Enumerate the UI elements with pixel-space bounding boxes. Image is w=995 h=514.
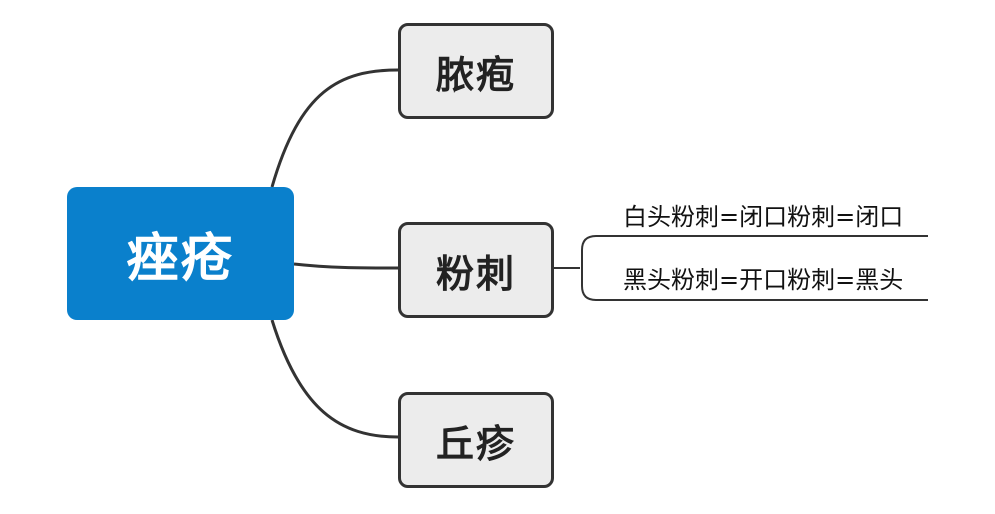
branch-node-papule: 丘疹 — [398, 392, 554, 488]
connector-root-to-top — [270, 68, 399, 188]
branch-node-pustule: 脓疱 — [398, 23, 554, 119]
root-node: 痤疮 — [67, 187, 294, 320]
branch-label: 丘疹 — [435, 421, 516, 466]
branch-label: 粉刺 — [435, 251, 516, 296]
subitem-whitehead: 白头粉刺=闭口粉刺=闭口 — [623, 203, 904, 231]
connector-root-to-middle — [293, 262, 399, 270]
subitem-bracket — [581, 235, 928, 301]
branch-label: 脓疱 — [435, 52, 516, 97]
root-label: 痤疮 — [126, 229, 235, 289]
subitem-blackhead: 黑头粉刺=开口粉刺=黑头 — [623, 266, 904, 294]
branch-node-comedo: 粉刺 — [398, 222, 554, 318]
connector-root-to-bottom — [270, 319, 399, 439]
